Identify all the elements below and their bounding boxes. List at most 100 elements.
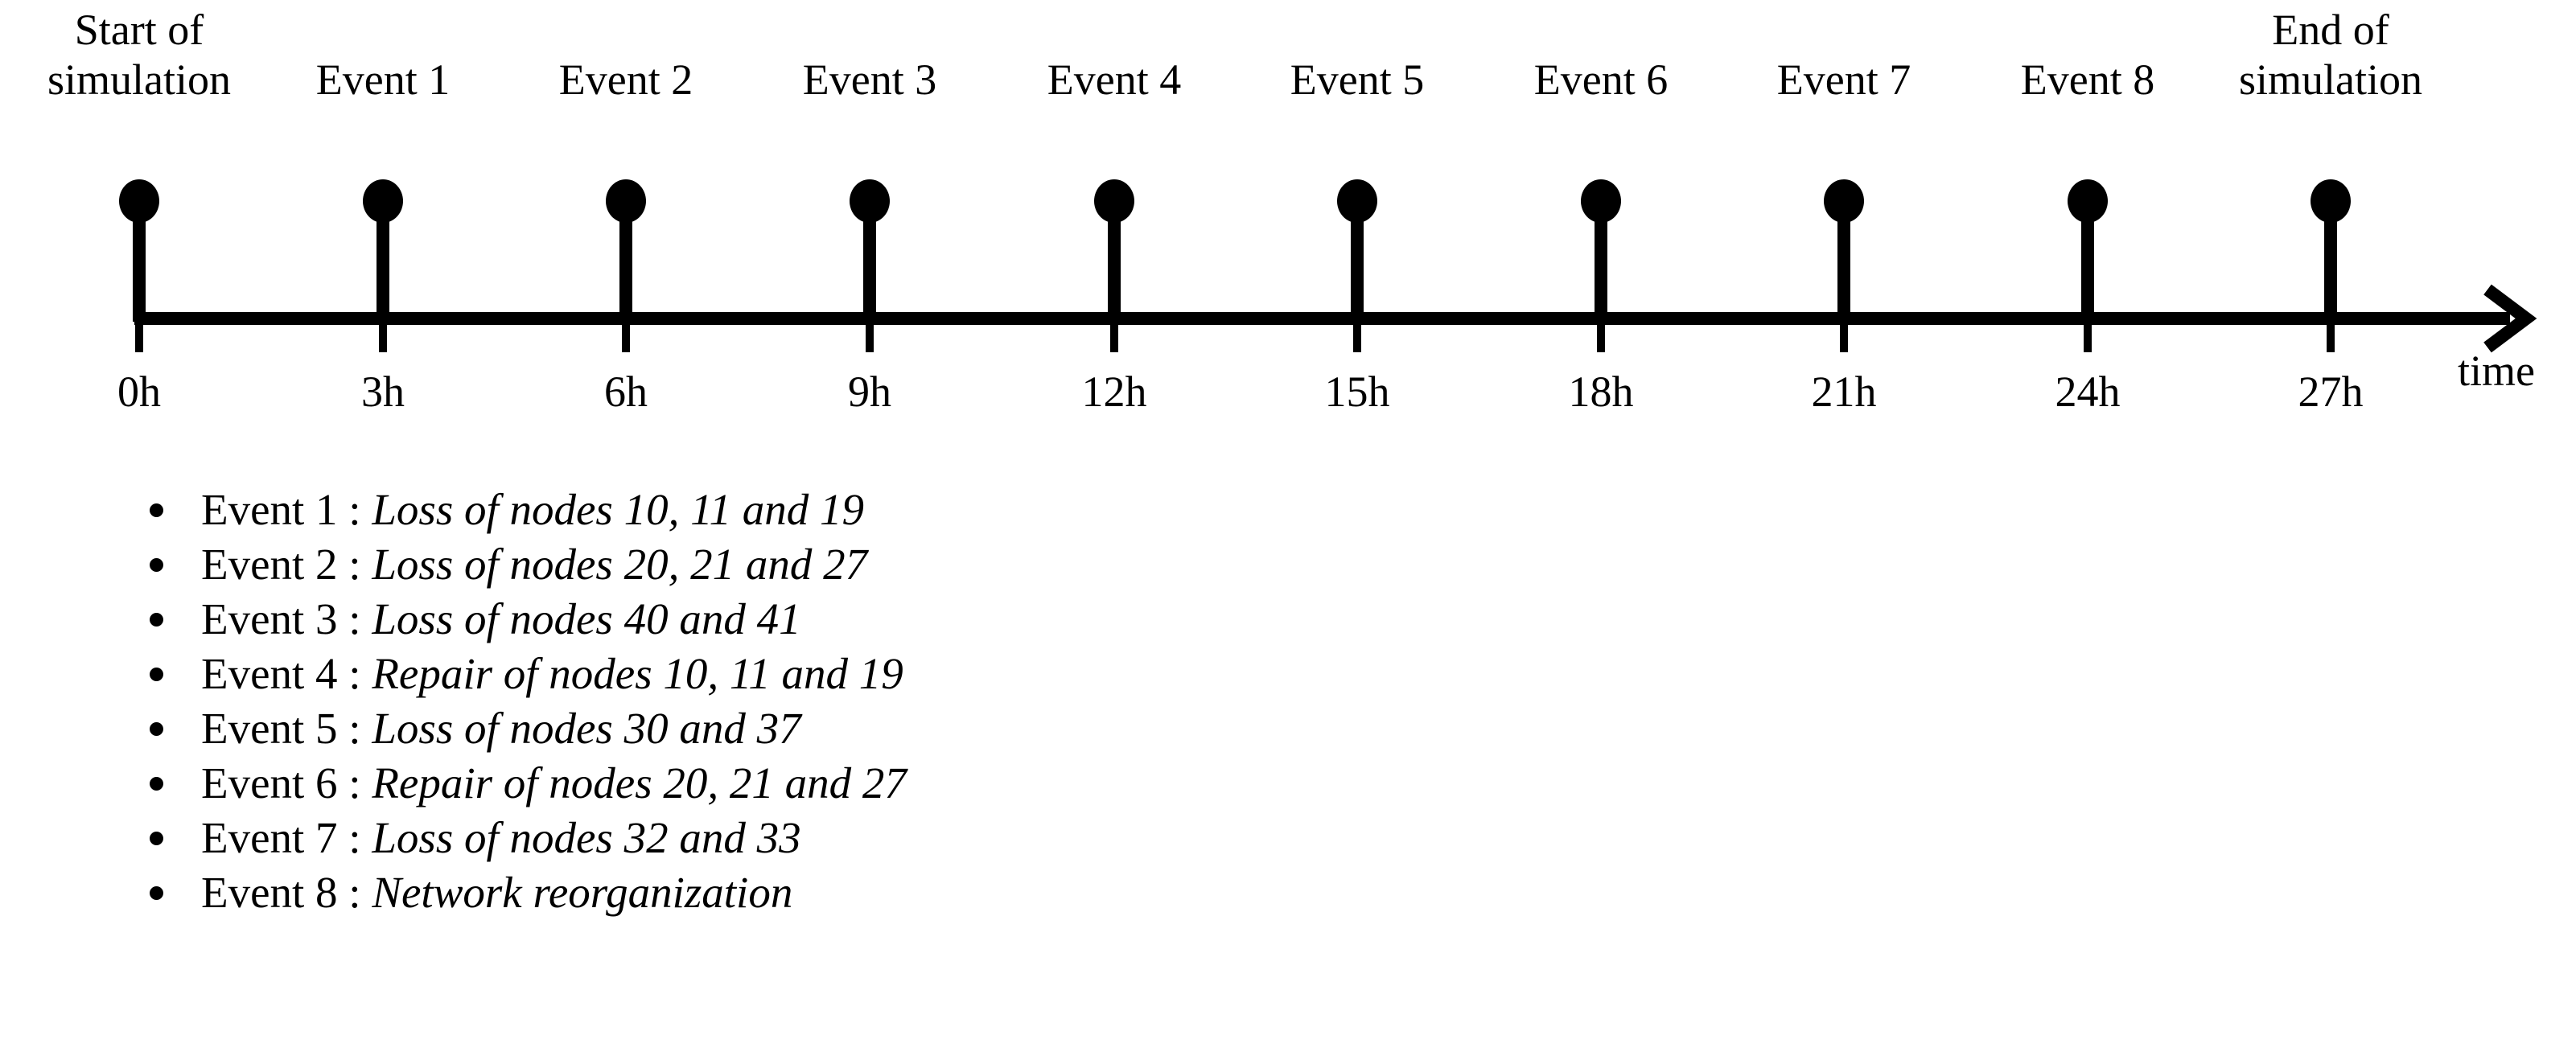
event-list-item-text: Event 8 : Network reorganization bbox=[201, 865, 792, 920]
timeline-tick-label-6: 18h bbox=[1568, 368, 1634, 416]
event-list-item: Event 4 : Repair of nodes 10, 11 and 19 bbox=[121, 647, 2051, 701]
event-list-item-text: Event 2 : Loss of nodes 20, 21 and 27 bbox=[201, 537, 867, 592]
event-list-item-name: Event 2 bbox=[201, 540, 338, 589]
event-list-item-description: Loss of nodes 40 and 41 bbox=[372, 594, 801, 643]
event-list-item-description: Loss of nodes 10, 11 and 19 bbox=[372, 485, 864, 534]
timeline-marker-stem bbox=[863, 201, 876, 322]
event-list-item: Event 5 : Loss of nodes 30 and 37 bbox=[121, 701, 2051, 756]
bullet-icon bbox=[150, 558, 163, 572]
event-list-item-name: Event 4 bbox=[201, 649, 338, 698]
event-list-item-text: Event 3 : Loss of nodes 40 and 41 bbox=[201, 592, 801, 647]
bullet-icon bbox=[150, 777, 163, 791]
timeline-axis-tick bbox=[379, 318, 387, 352]
timeline-marker-dot bbox=[2311, 179, 2351, 223]
timeline-marker-label-1: Event 1 bbox=[315, 55, 451, 104]
event-list-item-description: Network reorganization bbox=[372, 868, 793, 917]
event-list-item-description: Loss of nodes 20, 21 and 27 bbox=[372, 540, 868, 589]
timeline-tick-label-7: 21h bbox=[1811, 368, 1877, 416]
event-list-item-separator: : bbox=[337, 485, 372, 534]
timeline-markers bbox=[119, 179, 2351, 352]
timeline-tick-label-2: 6h bbox=[604, 368, 648, 416]
timeline-marker-label-3: Event 3 bbox=[802, 55, 937, 104]
bullet-icon bbox=[150, 832, 163, 845]
timeline-axis-tick bbox=[1353, 318, 1361, 352]
event-list-item-name: Event 6 bbox=[201, 758, 338, 807]
event-list-item-description: Repair of nodes 10, 11 and 19 bbox=[372, 649, 903, 698]
timeline-marker-stem bbox=[2324, 201, 2337, 322]
event-list-item: Event 7 : Loss of nodes 32 and 33 bbox=[121, 811, 2051, 865]
timeline-axis-tick bbox=[135, 318, 143, 352]
timeline-axis-tick bbox=[1840, 318, 1848, 352]
bullet-icon bbox=[150, 503, 163, 517]
event-list-item-separator: : bbox=[337, 758, 372, 807]
timeline-marker-dot bbox=[606, 179, 646, 223]
event-list-item-description: Loss of nodes 30 and 37 bbox=[372, 704, 801, 753]
event-list-item-description: Loss of nodes 32 and 33 bbox=[372, 813, 801, 862]
event-list-item-separator: : bbox=[337, 813, 372, 862]
event-list-item: Event 1 : Loss of nodes 10, 11 and 19 bbox=[121, 483, 2051, 537]
timeline-marker-stem bbox=[2081, 201, 2094, 322]
event-list-item-text: Event 5 : Loss of nodes 30 and 37 bbox=[201, 701, 801, 756]
timeline-graphic bbox=[119, 179, 2537, 353]
event-list-item-name: Event 8 bbox=[201, 868, 338, 917]
event-list-item: Event 6 : Repair of nodes 20, 21 and 27 bbox=[121, 756, 2051, 811]
timeline-marker-label-2: Event 2 bbox=[558, 55, 693, 104]
timeline-marker-dot bbox=[1094, 179, 1134, 223]
event-list-item-separator: : bbox=[337, 704, 372, 753]
timeline-axis-tick bbox=[2327, 318, 2335, 352]
timeline-marker-label-9: End of simulation bbox=[2239, 6, 2422, 104]
timeline-tick-label-9: 27h bbox=[2298, 368, 2364, 416]
event-list-item-text: Event 1 : Loss of nodes 10, 11 and 19 bbox=[201, 483, 864, 537]
timeline-axis-tick bbox=[2084, 318, 2092, 352]
event-list-item-text: Event 7 : Loss of nodes 32 and 33 bbox=[201, 811, 801, 865]
timeline-tick-label-8: 24h bbox=[2055, 368, 2121, 416]
event-list-item-separator: : bbox=[337, 594, 372, 643]
timeline-tick-label-5: 15h bbox=[1324, 368, 1390, 416]
bullet-icon bbox=[150, 668, 163, 681]
timeline-marker-label-5: Event 5 bbox=[1290, 55, 1425, 104]
timeline-tick-label-4: 12h bbox=[1081, 368, 1147, 416]
bullet-icon bbox=[150, 886, 163, 900]
event-list-item-text: Event 6 : Repair of nodes 20, 21 and 27 bbox=[201, 756, 907, 811]
event-list-item-name: Event 1 bbox=[201, 485, 338, 534]
timeline-tick-label-0: 0h bbox=[117, 368, 161, 416]
timeline-tick-label-1: 3h bbox=[361, 368, 405, 416]
event-list-item-name: Event 7 bbox=[201, 813, 338, 862]
timeline-marker-dot bbox=[363, 179, 403, 223]
timeline-marker-stem bbox=[619, 201, 632, 322]
event-list-item: Event 3 : Loss of nodes 40 and 41 bbox=[121, 592, 2051, 647]
event-list-item-separator: : bbox=[337, 649, 372, 698]
timeline-arrowhead-icon bbox=[2483, 284, 2537, 353]
timeline-marker-dot bbox=[1337, 179, 1377, 223]
timeline-axis-tick bbox=[1597, 318, 1605, 352]
timeline-marker-dot bbox=[850, 179, 890, 223]
event-list-item-description: Repair of nodes 20, 21 and 27 bbox=[372, 758, 907, 807]
timeline-marker-stem bbox=[377, 201, 389, 322]
bullet-icon bbox=[150, 722, 163, 736]
timeline-marker-dot bbox=[1581, 179, 1621, 223]
timeline-marker-label-4: Event 4 bbox=[1047, 55, 1182, 104]
timeline-marker-dot bbox=[1824, 179, 1864, 223]
timeline-marker-stem bbox=[1351, 201, 1364, 322]
timeline-axis-tick bbox=[866, 318, 874, 352]
timeline-marker-label-8: Event 8 bbox=[2020, 55, 2155, 104]
event-list-item-name: Event 3 bbox=[201, 594, 338, 643]
timeline-marker-dot bbox=[119, 179, 159, 223]
timeline-marker-label-6: Event 6 bbox=[1533, 55, 1669, 104]
timeline-marker-label-0: Start of simulation bbox=[47, 6, 231, 104]
timeline-axis-tick bbox=[1110, 318, 1118, 352]
timeline-marker-stem bbox=[1595, 201, 1607, 322]
timeline-marker-stem bbox=[133, 201, 146, 322]
timeline-marker-dot bbox=[2068, 179, 2108, 223]
timeline-marker-stem bbox=[1108, 201, 1121, 322]
event-list-item: Event 8 : Network reorganization bbox=[121, 865, 2051, 920]
event-list-item: Event 2 : Loss of nodes 20, 21 and 27 bbox=[121, 537, 2051, 592]
event-list-item-separator: : bbox=[337, 540, 372, 589]
event-list-item-separator: : bbox=[337, 868, 372, 917]
event-list-item-name: Event 5 bbox=[201, 704, 338, 753]
timeline-marker-stem bbox=[1837, 201, 1850, 322]
timeline-tick-label-3: 9h bbox=[848, 368, 891, 416]
timeline-axis-tick bbox=[622, 318, 630, 352]
